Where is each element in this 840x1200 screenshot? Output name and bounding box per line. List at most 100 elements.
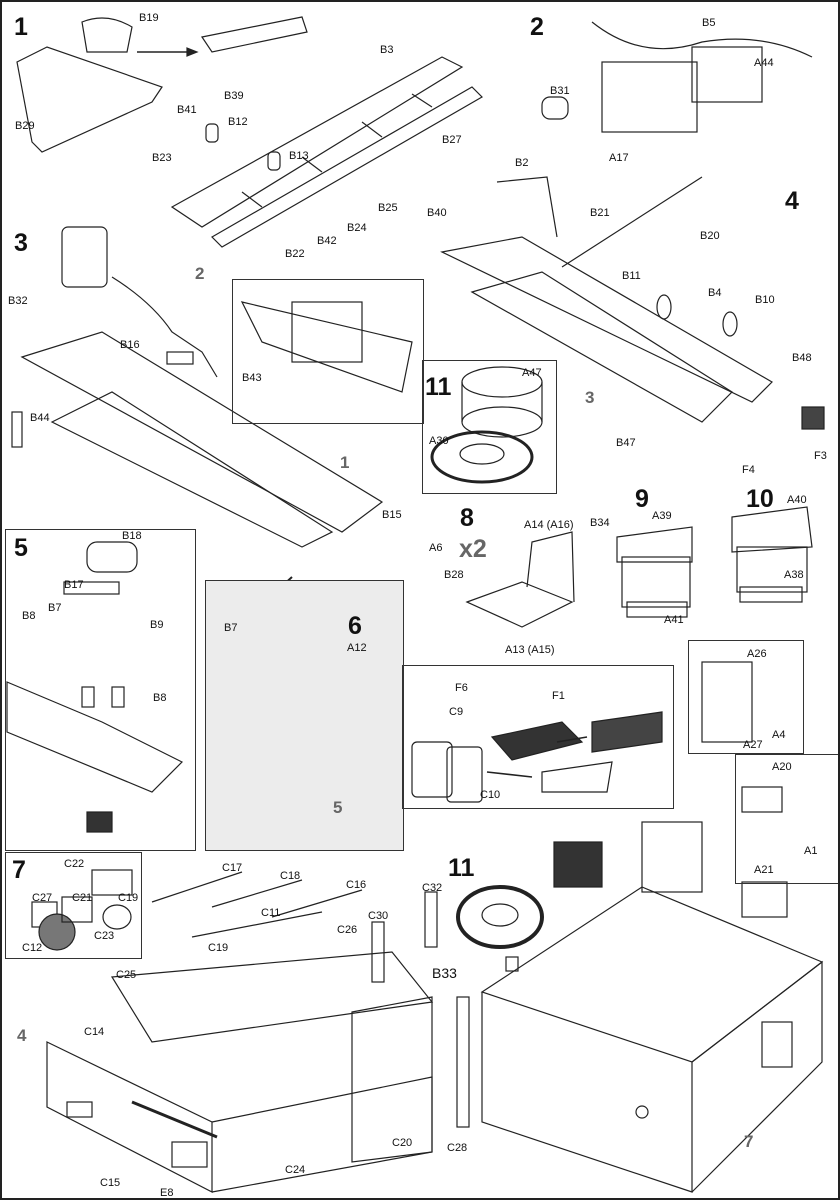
part-label: B48	[792, 352, 812, 364]
part-label: B40	[427, 207, 447, 219]
cargo-body-left	[46, 951, 434, 1193]
part-label: B27	[442, 134, 462, 146]
part-label: B19	[139, 12, 159, 24]
container-a40	[731, 506, 813, 603]
part-label: A30	[429, 435, 449, 447]
part-label: B8	[153, 692, 167, 704]
part-label: A38	[784, 569, 804, 581]
suspension-detail-step5	[6, 541, 184, 833]
part-label: C10	[480, 789, 501, 801]
part-label: C19	[208, 942, 229, 954]
part-label: A21	[754, 864, 774, 876]
part-label: F3	[814, 450, 827, 462]
chassis-frame-step3	[11, 226, 384, 548]
part-label: B9	[150, 619, 164, 631]
part-label: A1	[804, 845, 818, 857]
part-label: B42	[317, 235, 337, 247]
detail-panel-step6	[205, 580, 404, 851]
part-label: A44	[754, 57, 774, 69]
step-reference-number: 4	[17, 1026, 27, 1045]
part-label: C16	[346, 879, 367, 891]
part-label: B43	[242, 372, 262, 384]
part-label: B39	[224, 90, 244, 102]
part-label: B22	[285, 248, 305, 260]
step-number-11: 11	[425, 373, 452, 401]
part-label: B18	[122, 530, 142, 542]
part-label: B29	[15, 120, 35, 132]
part-label: B44	[30, 412, 50, 424]
step-reference-number: 1	[340, 453, 350, 472]
jerrycan-drawing	[411, 711, 663, 803]
chassis-frame-step4	[440, 176, 825, 430]
seat-drawing	[465, 531, 575, 628]
spare-tire-step7	[456, 885, 544, 972]
part-label: C30	[368, 910, 389, 922]
part-label: B17	[64, 579, 84, 591]
detail-panel-step5	[5, 529, 196, 851]
part-label: C21	[72, 892, 93, 904]
part-label: C32	[422, 882, 443, 894]
step-number-10: 10	[746, 485, 774, 513]
part-label: C26	[337, 924, 358, 936]
part-label: B20	[700, 230, 720, 242]
part-label: A17	[609, 152, 629, 164]
part-label: B33	[432, 965, 457, 981]
part-label: C25	[116, 969, 137, 981]
part-label: C14	[84, 1026, 105, 1038]
cargo-body-right	[480, 886, 824, 1193]
part-label: B34	[590, 517, 610, 529]
part-label: F1	[552, 690, 565, 702]
part-label: A12	[347, 642, 367, 654]
part-label: C22	[64, 858, 85, 870]
part-label: B12	[228, 116, 248, 128]
part-label: C23	[94, 930, 115, 942]
part-label: B25	[378, 202, 398, 214]
detail-panel-step11	[422, 360, 557, 494]
part-label: B16	[120, 339, 140, 351]
step-number-9: 9	[635, 485, 649, 513]
detail-panel-step7	[5, 852, 142, 959]
part-label: B32	[8, 295, 28, 307]
part-label: A4	[772, 729, 786, 741]
chassis-frame-step1	[170, 56, 483, 248]
part-label: C12	[22, 942, 43, 954]
part-label: B28	[444, 569, 464, 581]
part-label: A47	[522, 367, 542, 379]
step-number-1: 1	[14, 13, 28, 41]
part-label: A14 (A16)	[524, 519, 574, 531]
part-label: A13 (A15)	[505, 644, 555, 656]
front-axle-drawing	[16, 16, 308, 153]
part-label: A41	[664, 614, 684, 626]
detail-panel-a26	[688, 640, 804, 754]
part-label: C24	[285, 1164, 306, 1176]
part-label: A39	[652, 510, 672, 522]
step-number-2: 2	[530, 13, 544, 41]
step-number-4: 4	[785, 187, 799, 215]
part-label: C18	[280, 870, 301, 882]
part-label: B3	[380, 44, 394, 56]
step-number-3: 3	[14, 229, 28, 257]
part-label: B15	[382, 509, 402, 521]
cab-parts-step7	[31, 869, 133, 951]
part-label: C20	[392, 1137, 413, 1149]
engine-exhaust-drawing	[541, 21, 813, 133]
part-label: B21	[590, 207, 610, 219]
step-number-6: 6	[348, 612, 362, 640]
engine-detail-drawing	[240, 301, 413, 393]
part-label: A20	[772, 761, 792, 773]
part-label: B4	[708, 287, 722, 299]
step-number-5: 5	[14, 534, 28, 562]
part-label: B47	[616, 437, 636, 449]
part-label: C15	[100, 1177, 121, 1189]
detail-panel-a20	[735, 754, 838, 884]
part-label: B24	[347, 222, 367, 234]
part-label: B2	[515, 157, 529, 169]
part-label: B8	[22, 610, 36, 622]
part-label: C9	[449, 706, 464, 718]
part-label: C19	[118, 892, 139, 904]
part-label: B7	[48, 602, 62, 614]
roof-bows	[151, 871, 438, 983]
part-label: C17	[222, 862, 243, 874]
